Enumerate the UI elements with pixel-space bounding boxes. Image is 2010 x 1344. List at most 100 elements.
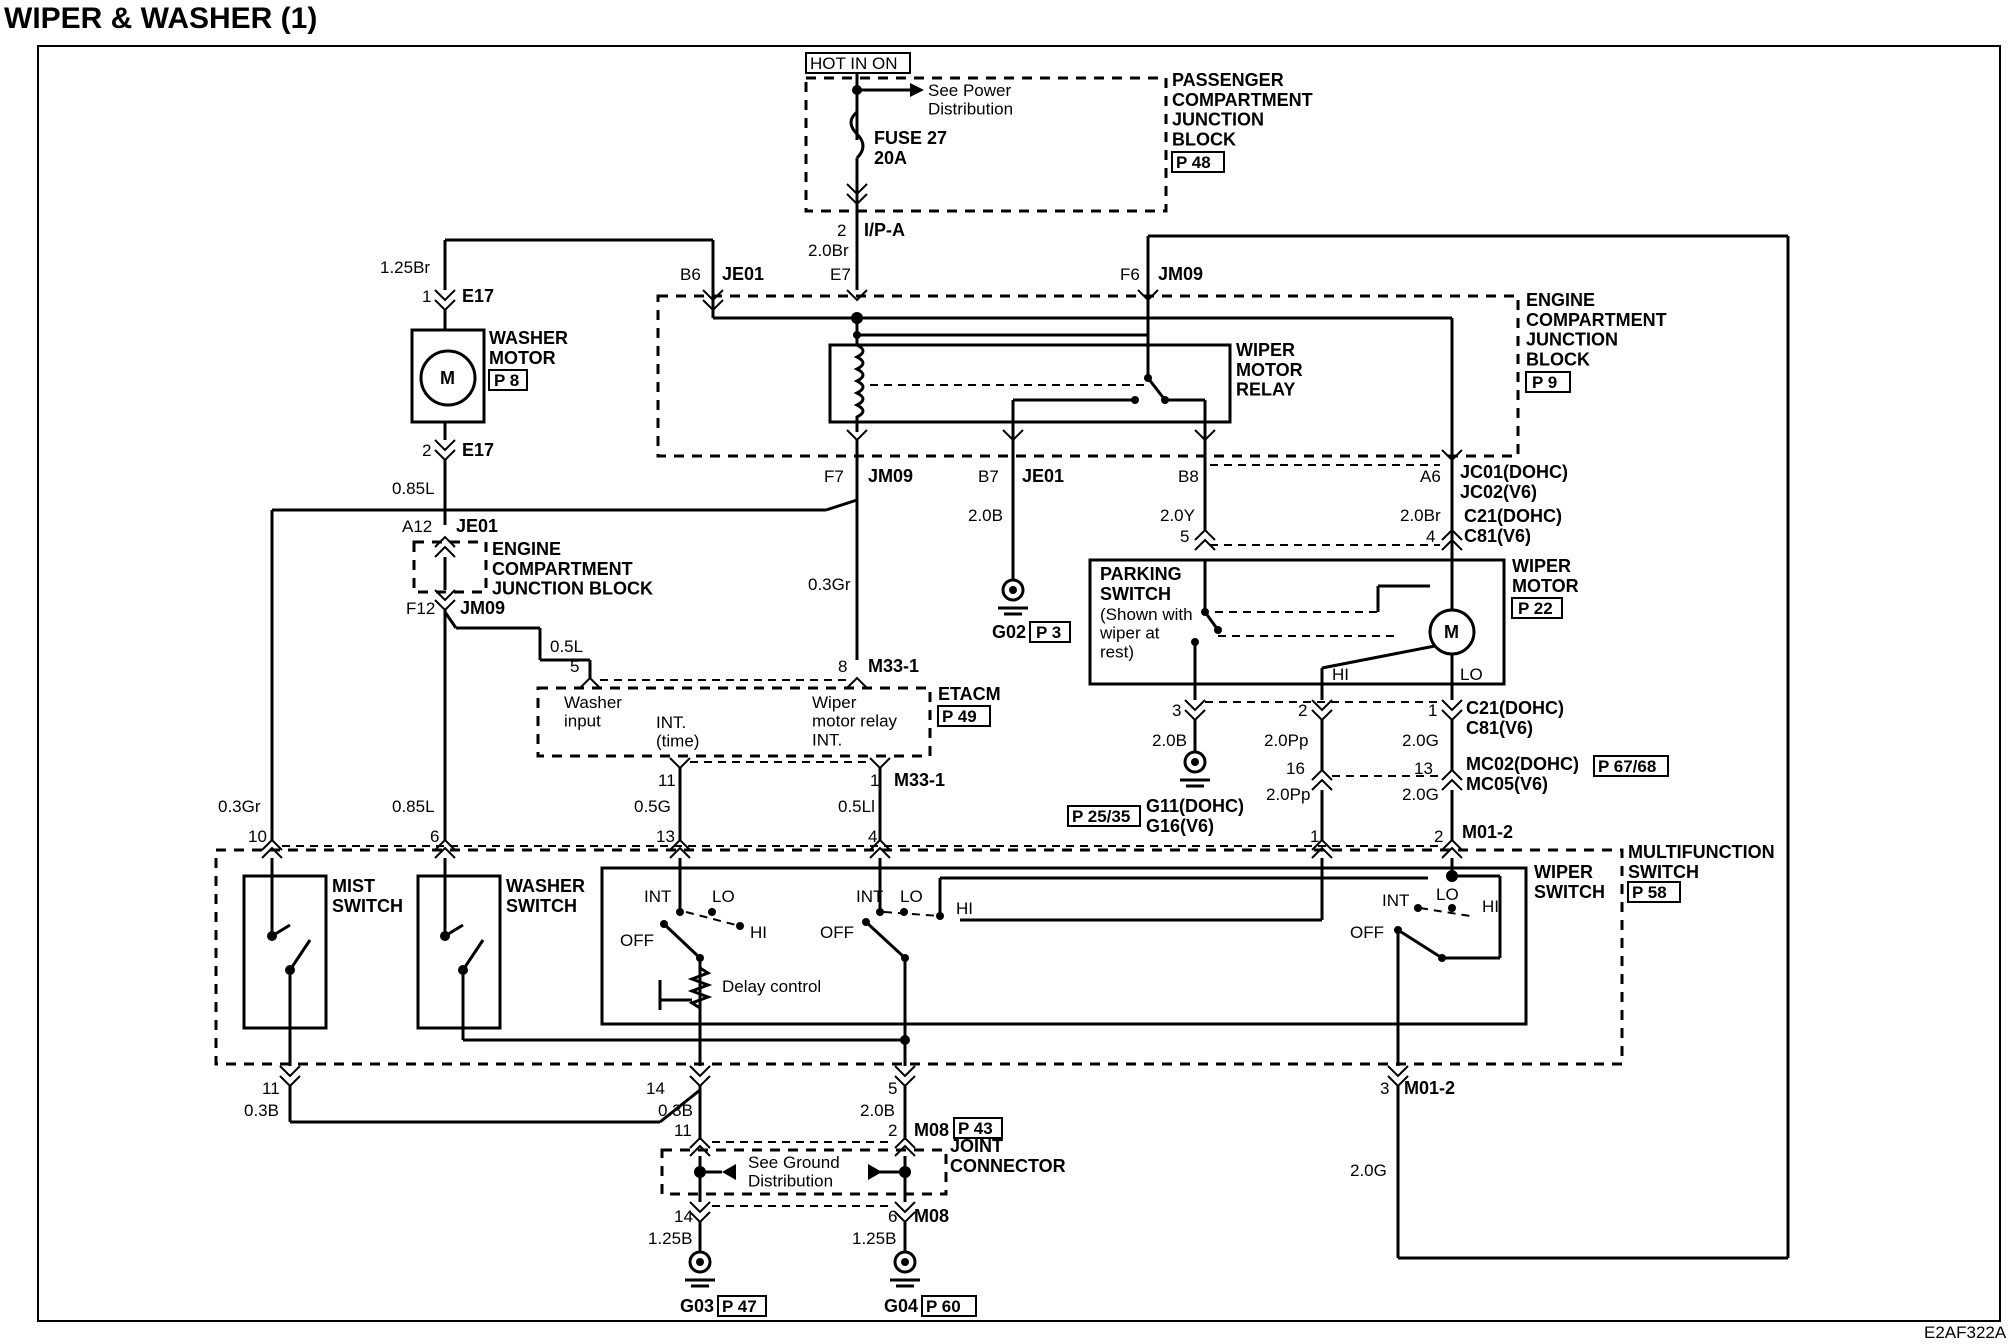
je01-b7: JE01 xyxy=(1022,466,1064,486)
c21-top: C21(DOHC)C81(V6) xyxy=(1464,506,1562,546)
c21-bot: C21(DOHC)C81(V6) xyxy=(1466,698,1564,738)
wire-20g-b: 2.0G xyxy=(1402,785,1439,804)
wire-03b-left: 0.3B xyxy=(244,1101,279,1120)
ground-g04: G04 P 60 xyxy=(884,1250,977,1317)
e17-bot: E17 xyxy=(462,440,494,460)
pin11-m08: 11 xyxy=(674,1121,692,1140)
washer-motor-ref: P 8 xyxy=(494,371,519,390)
m331-top: M33-1 xyxy=(868,656,919,676)
b8-label: B8 xyxy=(1178,467,1199,486)
wire-20br-a6: 2.0Br xyxy=(1400,506,1441,525)
etacm-int-time: INT.(time) xyxy=(656,713,699,751)
je01-mid: JE01 xyxy=(456,516,498,536)
g04-ref: P 60 xyxy=(926,1297,961,1316)
wire-20b-b7: 2.0B xyxy=(968,506,1003,525)
wire-03gr-left: 0.3Gr xyxy=(218,797,261,816)
m08-ref: P 43 xyxy=(958,1119,993,1138)
multifunction-ref: P 58 xyxy=(1632,883,1667,902)
m08-bot: M08 xyxy=(914,1206,949,1226)
mc02-label: MC02(DOHC)MC05(V6) xyxy=(1466,754,1579,794)
pin16: 16 xyxy=(1286,759,1305,778)
e17-top-wire: 1.25Br xyxy=(380,258,430,277)
g03-label: G03 xyxy=(680,1296,714,1316)
e7-label: E7 xyxy=(830,265,851,284)
pin2-m08: 2 xyxy=(888,1121,897,1140)
ground-g02: G02 P 3 xyxy=(992,578,1071,643)
ecjb-ref: P 9 xyxy=(1532,373,1557,392)
f12-label: F12 xyxy=(406,599,435,618)
m012-top: M01-2 xyxy=(1462,822,1513,842)
delay-potentiometer-icon xyxy=(687,966,713,1010)
fuse-icon xyxy=(849,110,865,160)
etacm-label: ETACM xyxy=(938,684,1001,704)
sw1-int: INT xyxy=(644,887,671,906)
pin2-m01: 2 xyxy=(1434,827,1443,846)
wiper-motor-ref: P 22 xyxy=(1518,599,1553,618)
wire-20pp-a: 2.0Pp xyxy=(1264,731,1308,750)
sw3-lo: LO xyxy=(1436,885,1459,904)
etacm-ref: P 49 xyxy=(942,707,977,726)
pin6-m08: 6 xyxy=(888,1207,897,1226)
pin1-c21: 1 xyxy=(1428,701,1437,720)
f7-label: F7 xyxy=(824,467,844,486)
jc01-label: JC01(DOHC)JC02(V6) xyxy=(1460,462,1568,502)
sw3-off: OFF xyxy=(1350,923,1384,942)
sw2-lo: LO xyxy=(900,887,923,906)
sw1-off: OFF xyxy=(620,931,654,950)
sw1-lo: LO xyxy=(712,887,735,906)
e17-top: E17 xyxy=(462,286,494,306)
pin14-m08: 14 xyxy=(674,1207,693,1226)
wm-lo: LO xyxy=(1460,665,1483,684)
pin1-etacm: 1 xyxy=(870,771,879,790)
sw2-int: INT xyxy=(856,887,883,906)
connector-ipa-icon xyxy=(846,183,868,206)
wire-05li: 0.5Ll xyxy=(838,797,875,816)
wire-20g-c: 2.0G xyxy=(1350,1161,1387,1180)
ipa-label: I/P-A xyxy=(864,220,905,240)
pin2-c21: 2 xyxy=(1298,701,1307,720)
diagram-border xyxy=(37,45,2001,1322)
ipa-wire: 2.0Br xyxy=(808,241,849,260)
e17-bot-pin: 2 xyxy=(422,441,431,460)
pin3-c21: 3 xyxy=(1172,701,1181,720)
arrow-right-icon xyxy=(910,83,924,97)
wire-05l: 0.5L xyxy=(550,637,583,656)
pin1-m01: 1 xyxy=(1310,827,1319,846)
pin13: 13 xyxy=(656,827,675,846)
wire-20g-a: 2.0G xyxy=(1402,731,1439,750)
wire-05g: 0.5G xyxy=(634,797,671,816)
pin14-bot: 14 xyxy=(646,1079,665,1098)
g11-ref: P 25/35 xyxy=(1072,807,1130,826)
wire-20pp-b: 2.0Pp xyxy=(1266,785,1310,804)
f6-label: F6 xyxy=(1120,265,1140,284)
washer-motor-icon xyxy=(419,349,477,407)
wire-085l-a: 0.85L xyxy=(392,479,435,498)
ground-g11: P 25/35 G11(DOHC)G16(V6) xyxy=(1067,750,1244,836)
a12-label: A12 xyxy=(402,517,432,536)
relay-coil-icon xyxy=(853,343,865,432)
g03-ref: P 47 xyxy=(722,1297,757,1316)
sw1-hi: HI xyxy=(750,923,767,942)
je01-top: JE01 xyxy=(722,264,764,284)
arrow-left-icon xyxy=(722,1164,736,1180)
delay-control-label: Delay control xyxy=(722,977,821,996)
